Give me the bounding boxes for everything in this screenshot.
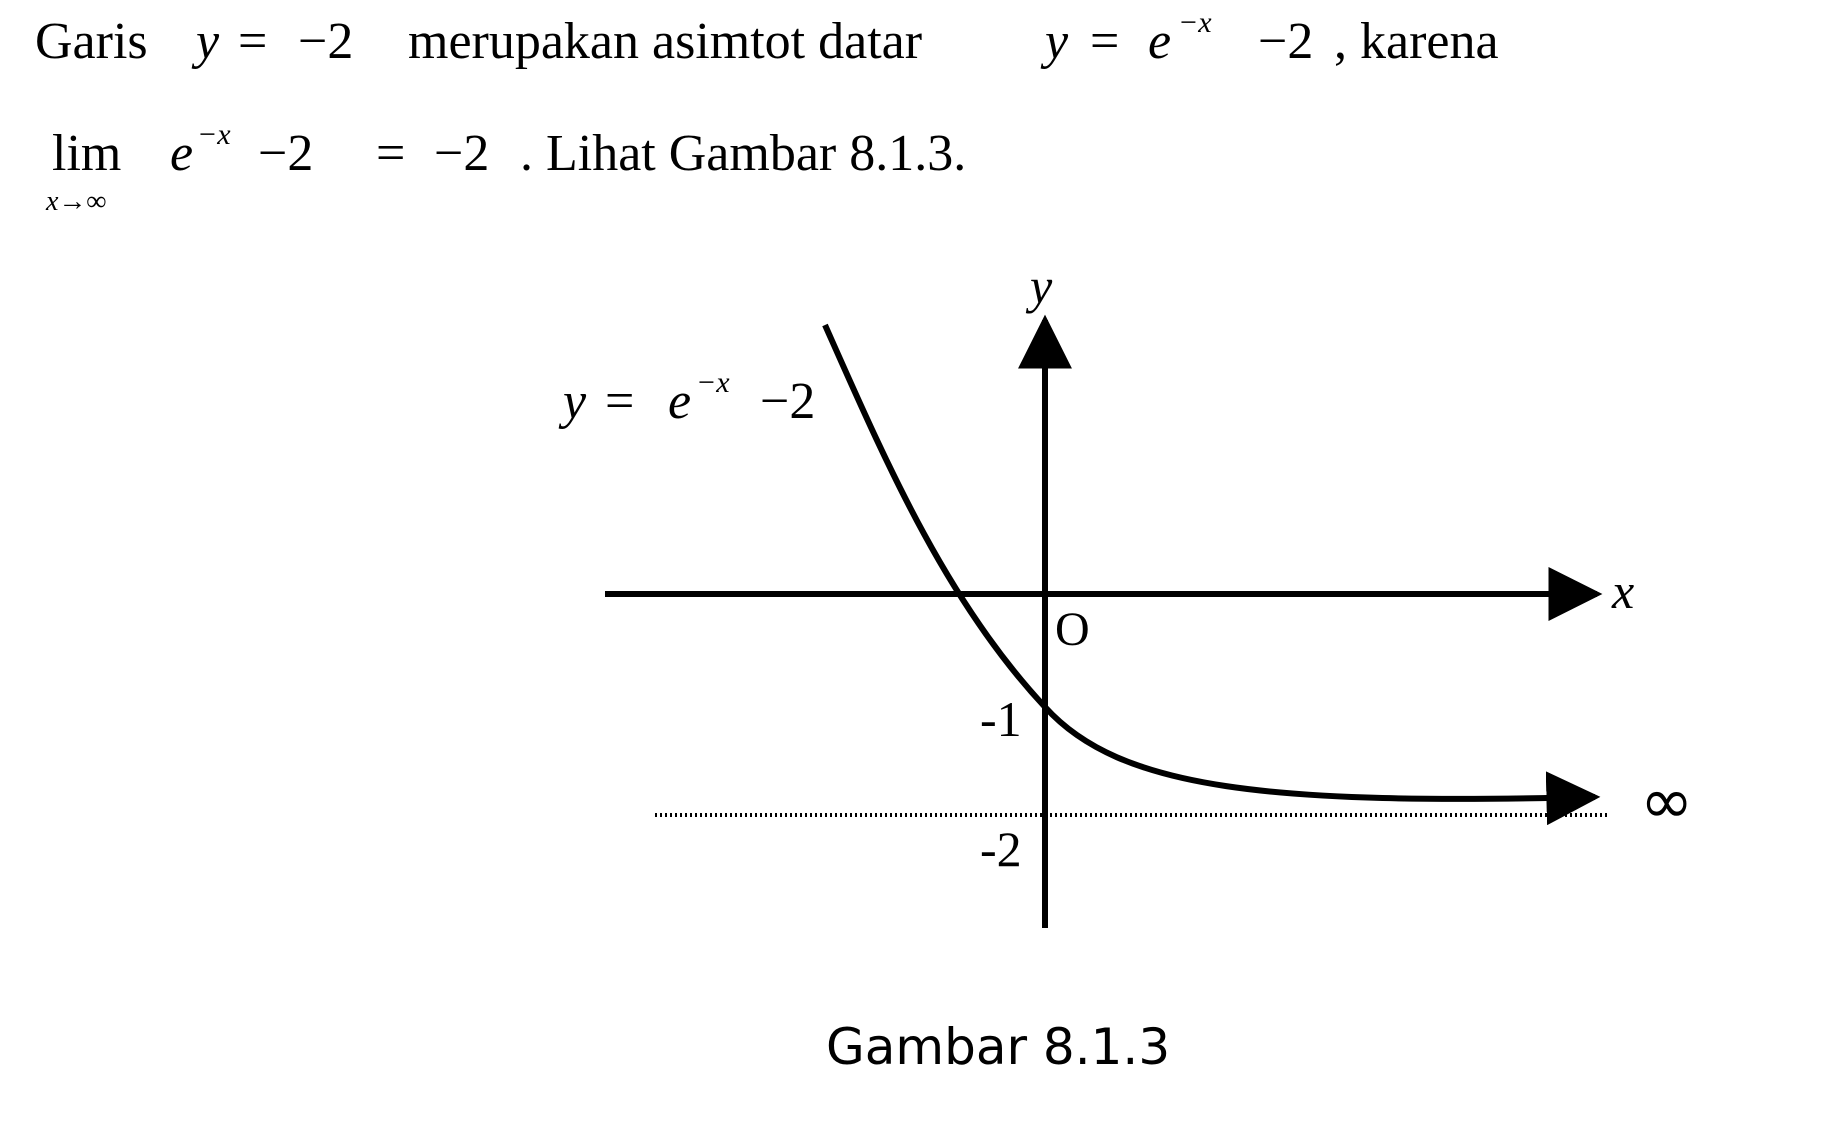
function-curve <box>822 323 1601 826</box>
equation-base-e: e <box>1148 13 1171 70</box>
origin-label: O <box>1055 603 1090 656</box>
infinity-label: ∞ <box>1640 765 1693 839</box>
limit-base-e: e <box>170 125 193 182</box>
tick-label-minus-1: -1 <box>980 691 1022 747</box>
limit-result: −2 <box>434 125 489 182</box>
equation-minus-two: −2 <box>298 13 353 70</box>
graph-figure: y = e −x −2 y x O -1 -2 ∞ Gambar 8.1.3 <box>558 258 1693 1076</box>
limit-minus-two: −2 <box>258 125 313 182</box>
word-lihat-gambar: . Lihat Gambar 8.1.3. <box>520 125 966 182</box>
equation-equals: = <box>238 13 267 70</box>
paragraph-line-2: lim x→∞ e −x −2 = −2 . Lihat Gambar 8.1.… <box>45 118 966 217</box>
y-axis-label: y <box>1025 258 1053 314</box>
equation-exponent: −x <box>1178 6 1212 39</box>
paragraph-line-1: Garis y = −2 merupakan asimtot datar y =… <box>35 6 1499 70</box>
limit-operator: lim <box>52 125 121 182</box>
limit-exponent: −x <box>197 118 231 151</box>
tick-label-minus-2: -2 <box>980 821 1022 877</box>
word-garis: Garis <box>35 13 148 70</box>
equation-minus-two-tail: −2 <box>1258 13 1313 70</box>
curve-label-exponent: −x <box>696 366 730 399</box>
equation-equals-2: = <box>1090 13 1119 70</box>
x-axis-label: x <box>1611 563 1634 619</box>
curve-label-equals: = <box>605 373 634 430</box>
figure-caption: Gambar 8.1.3 <box>826 1018 1170 1076</box>
curve-label-y: y <box>558 373 587 430</box>
equation-y: y <box>191 13 220 70</box>
curve-label-base-e: e <box>668 373 691 430</box>
equation-y-2: y <box>1040 13 1069 70</box>
limit-equals: = <box>376 125 405 182</box>
word-karena: , karena <box>1334 13 1499 70</box>
word-merupakan-asimtot-datar: merupakan asimtot datar <box>408 13 922 70</box>
curve-label-minus-two: −2 <box>760 373 815 430</box>
limit-subscript: x→∞ <box>45 186 106 217</box>
